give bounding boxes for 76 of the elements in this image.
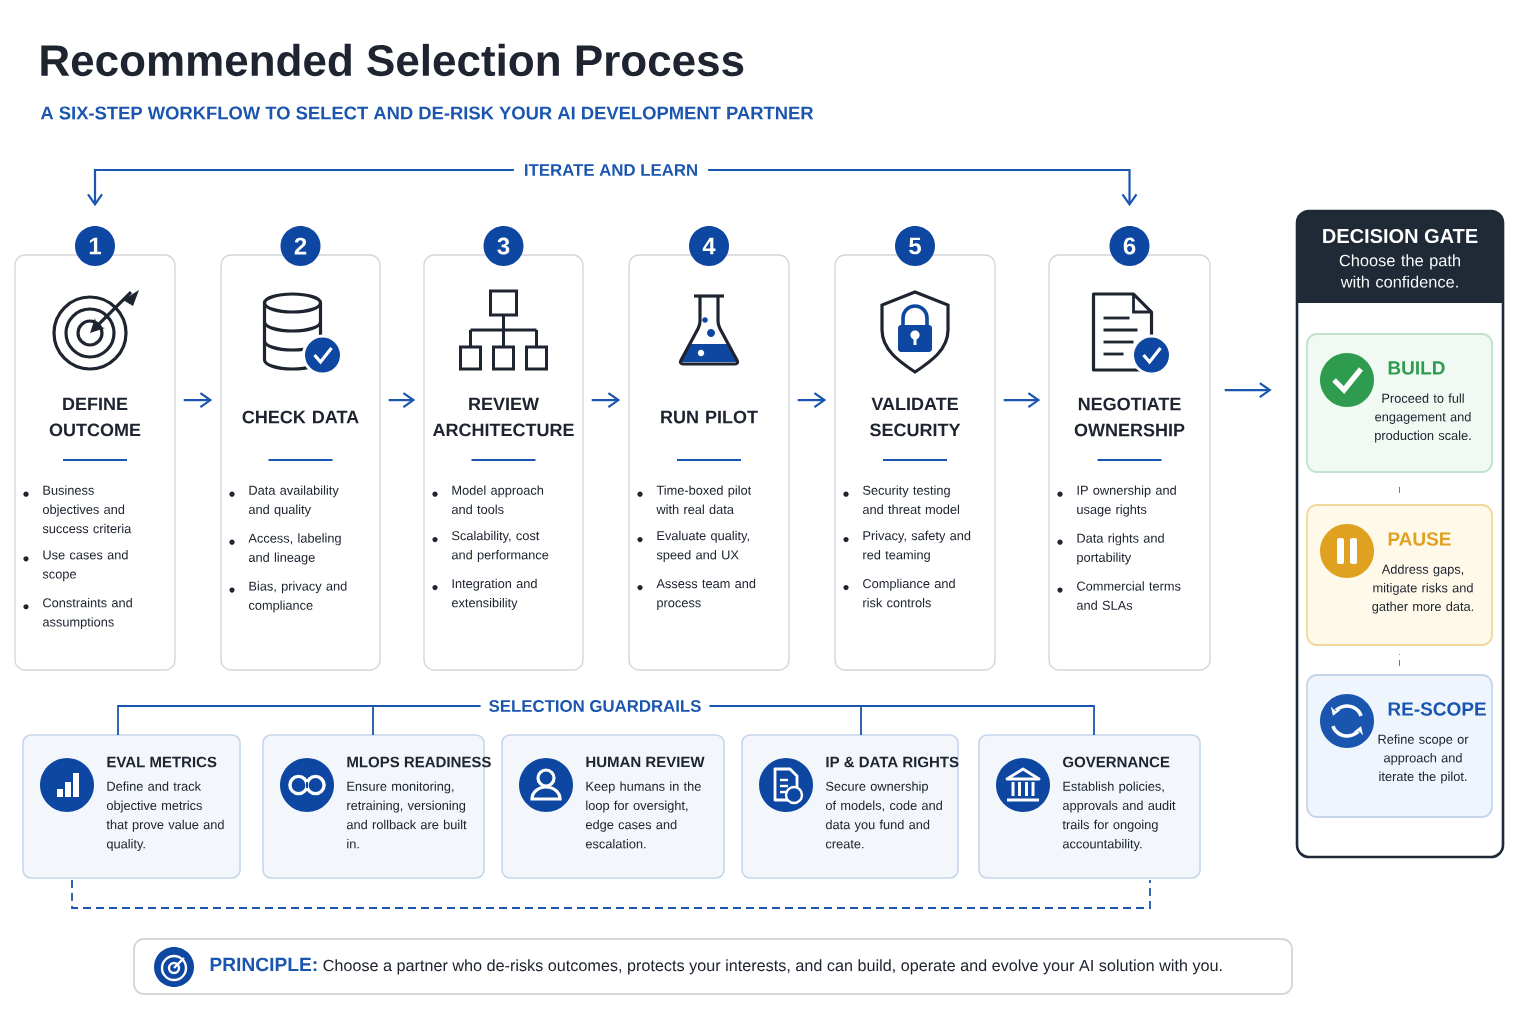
guardrail-title: GOVERNANCE — [1063, 756, 1170, 768]
connector — [1399, 653, 1400, 667]
guardrail-text: Ensure monitoring, retraining, versioning and rollback are built in. — [346, 781, 467, 849]
arrow — [1224, 382, 1272, 398]
guardrail-title: MLOPS READINESS — [347, 756, 491, 768]
guardrail-text: Keep humans in the loop for oversight, edge cases and escalation. — [585, 781, 701, 849]
subtitle: A SIX-STEP WORKFLOW TO SELECT AND DE-RISK YOUR AI DEVELOPMENT PARTNER — [40, 106, 814, 120]
step-title: NEGOTIATE OWNERSHIP — [1074, 397, 1185, 437]
panel-heading: DECISION GATE — [1323, 228, 1478, 244]
bullet-item: Data availability and quality — [229, 485, 339, 517]
guardrail-text: Establish policies, approvals and audit trails for ongoing accountability. — [1062, 781, 1176, 851]
bullet-item: Data rights and portability — [1057, 533, 1164, 565]
principle-box — [133, 938, 1293, 995]
option-title: RE-SCOPE — [1388, 702, 1486, 716]
option-text: Proceed to full engagement and production scale. — [1375, 393, 1471, 443]
option-card — [1306, 674, 1493, 818]
step-card — [628, 226, 790, 671]
guardrail-card — [262, 734, 491, 879]
bullet-item: Access, labeling and lineage — [229, 533, 341, 565]
guardrail-card — [22, 734, 241, 879]
step-title: REVIEW ARCHITECTURE — [432, 397, 574, 437]
bullet-item: Scalability, cost and performance — [432, 530, 549, 562]
step-card — [220, 226, 381, 671]
step-number: 2 — [280, 226, 321, 266]
connector — [1399, 483, 1400, 494]
bullet-item: Constraints and assumptions — [23, 597, 132, 630]
bullet-item: Model approach and tools — [432, 485, 544, 514]
guardrail-text: Secure ownership of models, code and data you fund and create. — [825, 781, 942, 849]
bullet-item: Bias, privacy and compliance — [229, 581, 347, 613]
guardrail-text: Define and track objective metrics that prove value and quality. — [106, 781, 224, 851]
bullet-item: Evaluate quality, speed and UX — [637, 530, 749, 562]
step-number: 4 — [689, 226, 729, 266]
step-card — [1048, 226, 1211, 671]
option-title: BUILD — [1388, 361, 1445, 375]
guardrail-card — [978, 734, 1201, 879]
option-card — [1306, 333, 1493, 473]
step-title: RUN PILOT — [661, 410, 758, 424]
bullet-item: Business objectives and success criteria — [23, 485, 132, 534]
panel-subheading: Choose the path with confidence. — [1339, 254, 1460, 288]
guardrail-card — [741, 734, 959, 879]
principle-text: PRINCIPLE: Choose a partner who de-risks outcomes, protects your interests, and can build, operate and evolve your AI solution with you. — [210, 957, 1222, 975]
bullet-item: Commercial terms and SLAs — [1057, 581, 1181, 610]
step-number: 1 — [75, 226, 115, 266]
bullet-item: Assess team and process — [637, 578, 756, 610]
step-number: 3 — [483, 226, 524, 266]
bullet-item: Privacy, safety and red teaming — [843, 530, 971, 562]
bullet-item: Integration and extensibility — [432, 578, 537, 610]
option-text: Refine scope or approach and iterate the pilot. — [1378, 734, 1469, 784]
step-number: 6 — [1109, 226, 1150, 266]
bullet-item: IP ownership and usage rights — [1057, 485, 1176, 517]
step-title: CHECK DATA — [242, 410, 359, 424]
bullet-item: Security testing and threat model — [843, 485, 959, 514]
arrow — [797, 392, 827, 408]
option-text: Address gaps, mitigate risks and gather more data. — [1372, 564, 1474, 614]
guardrail-card — [501, 734, 725, 879]
step-title: VALIDATE SECURITY — [870, 397, 961, 437]
guardrail-title: HUMAN REVIEW — [586, 756, 705, 768]
bullet-item: Time-boxed pilot with real data — [637, 485, 752, 514]
section-label: SELECTION GUARDRAILS — [480, 692, 710, 720]
step-title: DEFINE OUTCOME — [49, 397, 141, 437]
step-card — [834, 226, 996, 671]
arrow — [1003, 392, 1041, 408]
step-number: 5 — [895, 226, 935, 266]
arrow — [388, 392, 416, 408]
arrow — [591, 392, 621, 408]
step-card — [14, 226, 176, 671]
bullet-item: Compliance and risk controls — [843, 578, 955, 608]
title: Recommended Selection Process — [41, 43, 744, 77]
option-card — [1306, 504, 1493, 646]
edge-label: ITERATE AND LEARN — [513, 154, 709, 186]
guardrail-title: EVAL METRICS — [107, 756, 217, 768]
bullet-item: Use cases and scope — [23, 550, 128, 582]
guardrail-title: IP & DATA RIGHTS — [826, 756, 959, 768]
option-title: PAUSE — [1388, 532, 1451, 546]
step-card — [423, 226, 584, 671]
arrow — [183, 392, 213, 408]
